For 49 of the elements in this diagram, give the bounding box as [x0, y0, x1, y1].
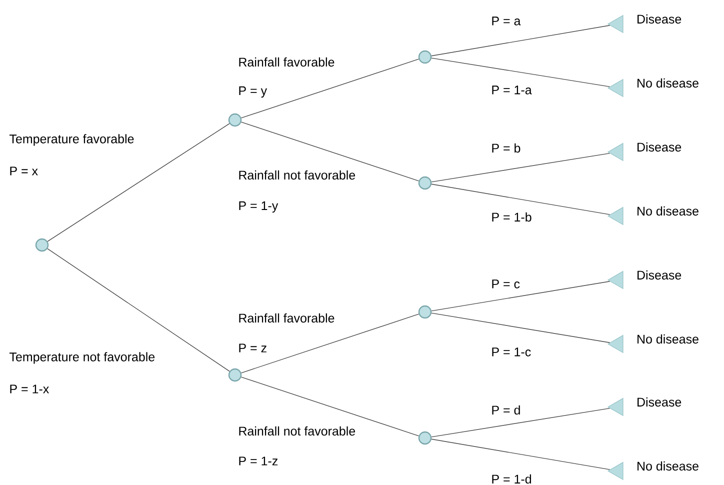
chance-node: [35, 238, 49, 252]
branch-line: [431, 438, 610, 470]
branch-line: [240, 58, 420, 118]
branch-line: [47, 123, 230, 242]
branch-line: [431, 58, 610, 87]
chance-node: [418, 176, 432, 190]
branch-label: P = 1-x: [10, 384, 50, 394]
branch-line: [431, 152, 610, 182]
branch-label: Rainfall not favorable: [239, 170, 356, 180]
branch-line: [431, 408, 610, 438]
branch-label: Rainfall favorable: [239, 57, 334, 67]
outcome-label: Disease: [638, 397, 682, 407]
branch-line: [240, 122, 420, 182]
branch-line: [240, 314, 420, 374]
chance-node: [418, 305, 432, 319]
branch-label: Temperature not favorable: [10, 352, 155, 364]
outcome-label: No disease: [638, 334, 698, 344]
edge-label: P = c: [492, 280, 520, 288]
branch-label: P = 1-y: [239, 201, 278, 213]
edge-label: P = 1-b: [492, 212, 532, 222]
chance-node: [418, 50, 432, 64]
branch-label: P = z: [239, 344, 266, 352]
edge-label: P = a: [492, 16, 521, 26]
edge-label: P = 1-c: [492, 348, 531, 356]
branch-label: P = y: [239, 86, 267, 98]
edge-label: P = b: [492, 143, 520, 153]
outcome-label: Disease: [638, 270, 682, 280]
edge-label: P = 1-d: [492, 474, 532, 484]
edge-label: P = d: [492, 405, 520, 415]
branch-label: P = 1-z: [239, 456, 278, 466]
chance-node: [418, 431, 432, 445]
outcome-label: No disease: [638, 206, 698, 216]
outcome-label: No disease: [638, 461, 698, 471]
chance-node: [228, 368, 242, 382]
branch-line: [47, 248, 230, 372]
branch-label: P = x: [10, 166, 38, 176]
outcome-label: No disease: [638, 78, 698, 88]
edge-label: P = 1-a: [492, 86, 532, 94]
branch-label: Rainfall not favorable: [239, 426, 356, 436]
outcome-label: Disease: [638, 14, 682, 24]
chance-node: [228, 113, 242, 127]
outcome-label: Disease: [638, 142, 682, 152]
branch-line: [431, 25, 610, 56]
branch-label: Rainfall favorable: [239, 313, 334, 323]
branch-label: Temperature favorable: [10, 134, 134, 146]
branch-line: [431, 184, 610, 215]
branch-line: [431, 312, 610, 343]
branch-line: [431, 281, 610, 312]
branch-line: [240, 376, 420, 436]
